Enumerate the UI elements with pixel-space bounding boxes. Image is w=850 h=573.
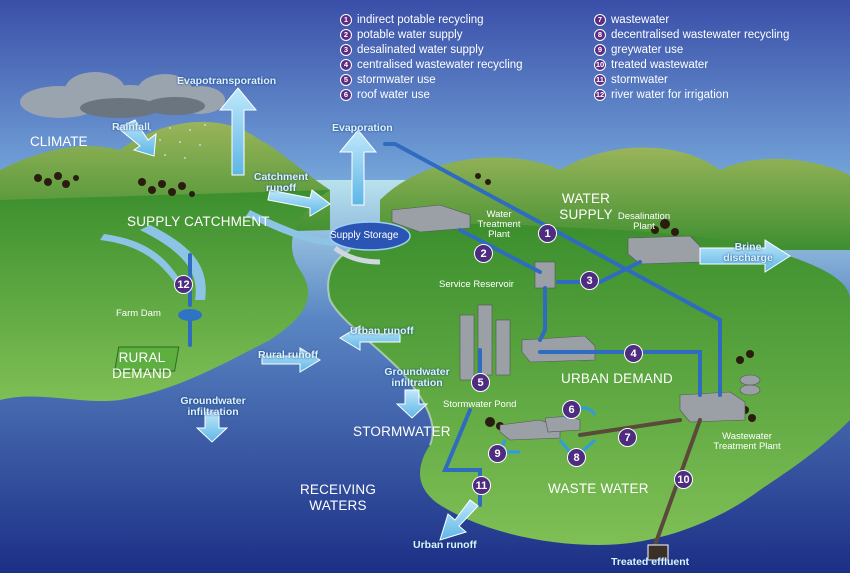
label-water-supply: WATER SUPPLY bbox=[559, 191, 613, 222]
legend-text: indirect potable recycling bbox=[357, 13, 484, 26]
label-stormwater: STORMWATER bbox=[353, 424, 451, 439]
badge-12: 12 bbox=[174, 275, 193, 294]
legend-item: 5 stormwater use bbox=[340, 72, 523, 87]
legend-text: potable water supply bbox=[357, 28, 463, 41]
badge-6: 6 bbox=[562, 400, 581, 419]
legend-number: 2 bbox=[340, 28, 352, 41]
legend-right: 7 wastewater 8 decentralised wastewater re… bbox=[594, 12, 789, 102]
legend-number: 7 bbox=[594, 13, 606, 26]
label-waste-water: WASTE WATER bbox=[548, 481, 649, 496]
legend-text: centralised wastewater recycling bbox=[357, 58, 523, 71]
label-receiving-waters: RECEIVING WATERS bbox=[299, 482, 377, 514]
legend-item: 12 river water for irrigation bbox=[594, 87, 789, 102]
legend-item: 9 greywater use bbox=[594, 42, 789, 57]
legend-text: treated wastewater bbox=[611, 58, 709, 71]
badge-10: 10 bbox=[674, 470, 693, 489]
label-urban-demand: URBAN DEMAND bbox=[561, 371, 673, 386]
label-supply-storage: Supply Storage bbox=[330, 230, 399, 241]
legend-item: 6 roof water use bbox=[340, 87, 523, 102]
label-urban-runoff-bottom: Urban runoff bbox=[413, 539, 477, 551]
legend-item: 10 treated wastewater bbox=[594, 57, 789, 72]
legend-text: desalinated water supply bbox=[357, 43, 484, 56]
legend-number: 4 bbox=[340, 58, 352, 71]
label-desalination-plant: Desalination Plant bbox=[617, 211, 671, 232]
legend-number: 8 bbox=[594, 28, 606, 41]
badge-1: 1 bbox=[538, 224, 557, 243]
label-stormwater-pond: Stormwater Pond bbox=[443, 399, 517, 410]
label-evaporation: Evaporation bbox=[332, 122, 393, 134]
legend-number: 12 bbox=[594, 88, 606, 101]
legend-item: 11 stormwater bbox=[594, 72, 789, 87]
label-brine-discharge: Brine discharge bbox=[723, 241, 773, 264]
label-rainfall: Rainfall bbox=[112, 121, 150, 133]
label-urban-runoff-top: Urban runoff bbox=[350, 325, 414, 337]
legend-number: 9 bbox=[594, 43, 606, 56]
legend-item: 4 centralised wastewater recycling bbox=[340, 57, 523, 72]
badge-4: 4 bbox=[624, 344, 643, 363]
label-catchment-runoff: Catchment runoff bbox=[253, 171, 309, 194]
label-rural-runoff: Rural runoff bbox=[258, 349, 319, 361]
label-service-reservoir: Service Reservoir bbox=[439, 279, 514, 290]
legend-item: 8 decentralised wastewater recycling bbox=[594, 27, 789, 42]
label-supply-catchment: SUPPLY CATCHMENT bbox=[127, 214, 270, 229]
badge-8: 8 bbox=[567, 448, 586, 467]
legend-number: 6 bbox=[340, 88, 352, 101]
badge-2: 2 bbox=[474, 244, 493, 263]
badge-3: 3 bbox=[580, 271, 599, 290]
badge-5: 5 bbox=[471, 373, 490, 392]
badge-7: 7 bbox=[618, 428, 637, 447]
legend-item: 3 desalinated water supply bbox=[340, 42, 523, 57]
label-evapotranspiration: Evapotransporation bbox=[177, 75, 277, 87]
label-farm-dam: Farm Dam bbox=[116, 308, 161, 319]
label-wastewater-treatment-plant: Wastewater Treatment Plant bbox=[713, 431, 781, 452]
label-climate: CLIMATE bbox=[30, 134, 88, 149]
legend-number: 3 bbox=[340, 43, 352, 56]
legend-text: wastewater bbox=[611, 13, 670, 26]
legend-number: 10 bbox=[594, 58, 606, 71]
label-treated-effluent: Treated effluent bbox=[611, 556, 690, 568]
legend-item: 2 potable water supply bbox=[340, 27, 523, 42]
legend-text: river water for irrigation bbox=[611, 88, 729, 101]
legend-item: 7 wastewater bbox=[594, 12, 789, 27]
legend-left: 1 indirect potable recycling 2 potable wat… bbox=[340, 12, 523, 102]
legend-number: 5 bbox=[340, 73, 352, 86]
legend-text: decentralised wastewater recycling bbox=[611, 28, 790, 41]
badge-11: 11 bbox=[472, 476, 491, 495]
label-rural-demand: RURAL DEMAND bbox=[112, 350, 172, 382]
legend-item: 1 indirect potable recycling bbox=[340, 12, 523, 27]
legend-number: 1 bbox=[340, 13, 352, 26]
label-groundwater-infiltration-left: Groundwater infiltration bbox=[180, 395, 246, 418]
legend-text: stormwater bbox=[611, 73, 668, 86]
legend-text: greywater use bbox=[611, 43, 684, 56]
legend-text: roof water use bbox=[357, 88, 430, 101]
label-water-treatment-plant: Water Treatment Plant bbox=[477, 209, 521, 240]
label-groundwater-infiltration-mid: Groundwater infiltration bbox=[384, 366, 450, 389]
legend-text: stormwater use bbox=[357, 73, 436, 86]
legend-number: 11 bbox=[594, 73, 606, 86]
badge-9: 9 bbox=[488, 444, 507, 463]
